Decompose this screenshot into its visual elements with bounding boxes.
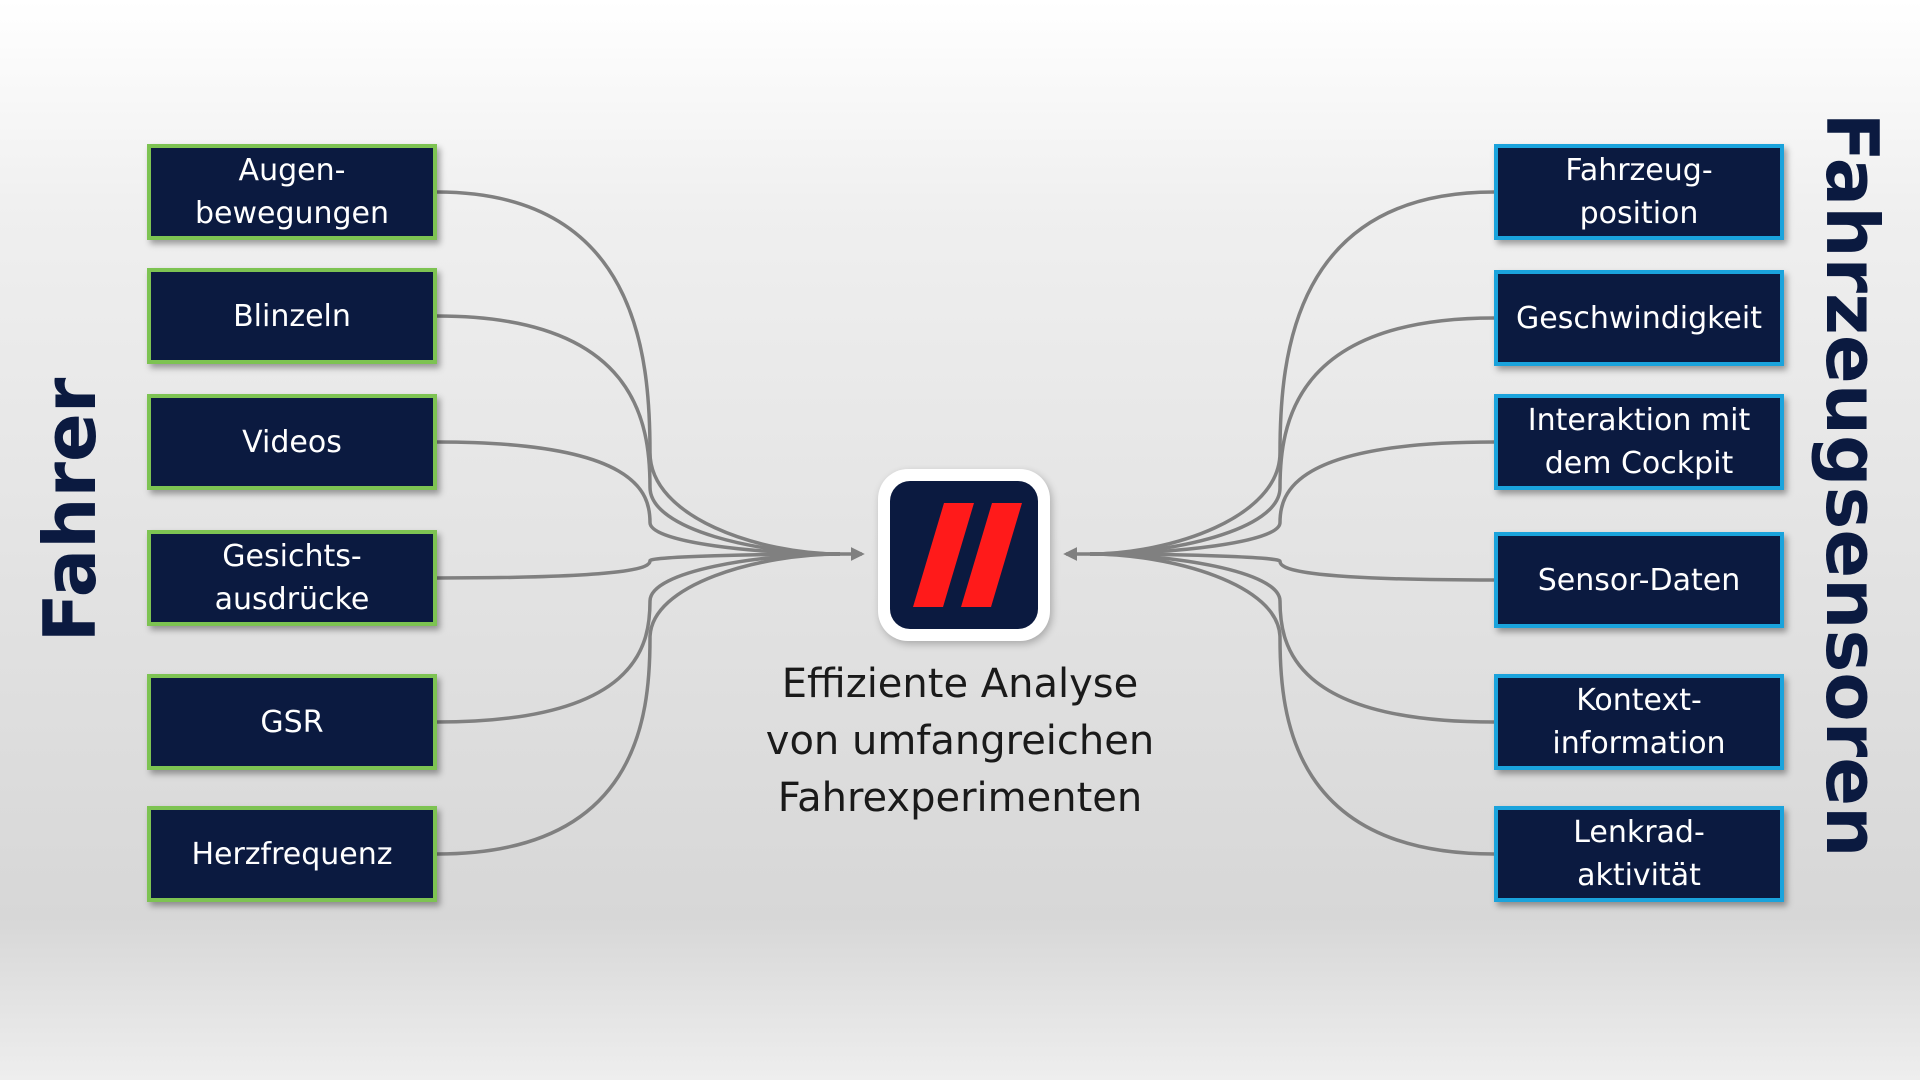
- node-gsr: GSR: [147, 674, 437, 770]
- node-context-information: Kontext- information: [1494, 674, 1784, 770]
- caption-line-1: Effiziente Analyse: [781, 661, 1139, 707]
- logo-stripe-right: [961, 503, 1022, 607]
- left-connectors: [436, 190, 841, 856]
- node-speed: Geschwindigkeit: [1494, 270, 1784, 366]
- node-sensor-data: Sensor-Daten: [1494, 532, 1784, 628]
- node-vehicle-position: Fahrzeug- position: [1494, 144, 1784, 240]
- connector-right-4: [1089, 552, 1495, 724]
- center-logo: [878, 469, 1050, 641]
- driver-title: Fahrer: [28, 377, 112, 643]
- caption-line-3: Fahrexperimenten: [777, 775, 1143, 821]
- caption-line-2: von umfangreichen: [765, 718, 1155, 764]
- connector-right-5: [1089, 552, 1495, 856]
- connector-left-4: [436, 552, 841, 724]
- center-caption: Effiziente Analyse von umfangreichen Fah…: [710, 656, 1210, 827]
- connector-right-0: [1089, 190, 1495, 556]
- connector-left-0: [436, 190, 841, 556]
- node-steering-activity: Lenkrad- aktivität: [1494, 806, 1784, 902]
- connector-right-2: [1089, 440, 1495, 556]
- node-facial-expressions: Gesichts- ausdrücke: [147, 530, 437, 626]
- right-connectors: [1089, 190, 1495, 856]
- connector-right-1: [1089, 316, 1495, 556]
- connector-left-1: [436, 314, 841, 556]
- node-cockpit-interaction: Interaktion mit dem Cockpit: [1494, 394, 1784, 490]
- logo-stripe-left: [913, 503, 974, 607]
- vehicle-sensors-title: Fahrzeugsensoren: [1810, 112, 1894, 858]
- connector-left-2: [436, 440, 841, 556]
- connector-left-5: [436, 552, 841, 856]
- connector-right-3: [1089, 552, 1495, 582]
- node-videos: Videos: [147, 394, 437, 490]
- node-heart-rate: Herzfrequenz: [147, 806, 437, 902]
- node-blinking: Blinzeln: [147, 268, 437, 364]
- node-eye-movements: Augen- bewegungen: [147, 144, 437, 240]
- connector-left-3: [436, 552, 841, 580]
- logo-stripes: [913, 503, 1022, 607]
- double-slash-logo-icon: [890, 481, 1038, 629]
